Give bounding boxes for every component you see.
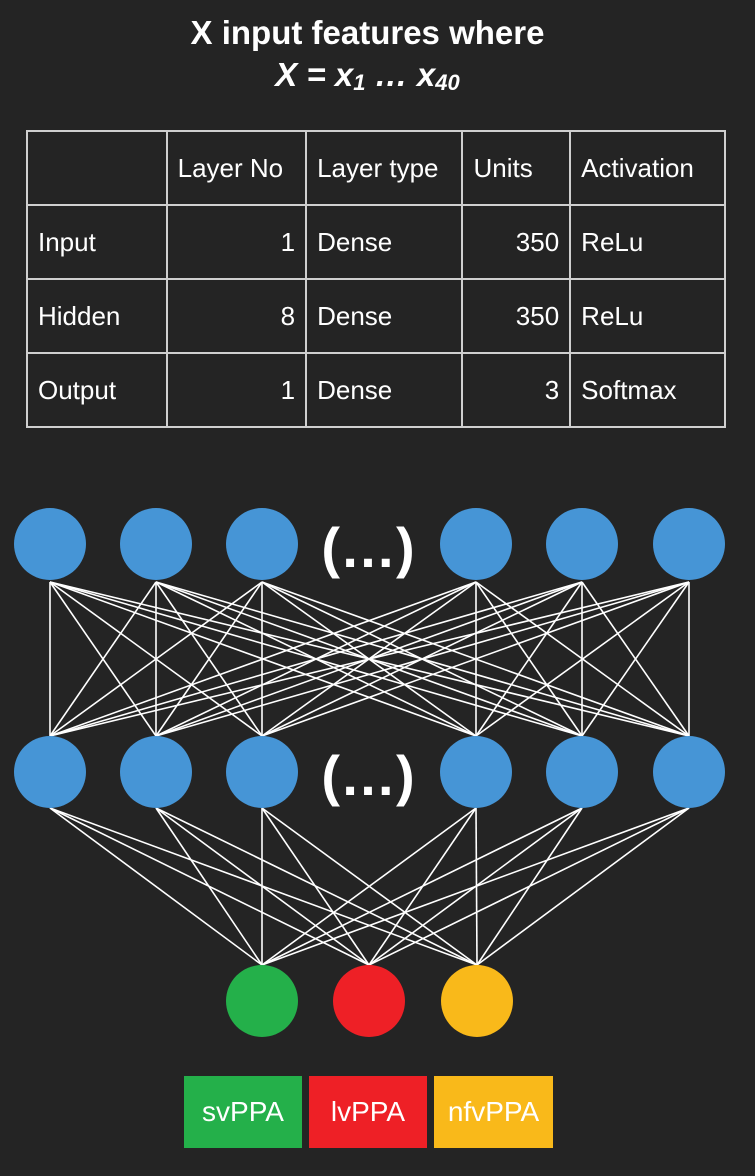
connection-line	[368, 807, 690, 966]
connection-line	[261, 807, 370, 966]
connection-line	[155, 807, 263, 966]
output-node-lvppa	[333, 965, 405, 1037]
table-header-row: Layer No Layer type Units Activation	[26, 130, 726, 206]
table-header-cell: Activation	[569, 130, 726, 206]
hidden-layer-node	[653, 736, 725, 808]
table-header-cell: Units	[461, 130, 572, 206]
connection-line	[49, 581, 477, 737]
diagram-title: X input features where	[190, 14, 545, 51]
input-layer-node	[440, 508, 512, 580]
connection-line	[155, 581, 690, 737]
hidden-layer-node	[440, 736, 512, 808]
formula-subscript-start: 1	[353, 70, 366, 95]
table-cell: Softmax	[569, 352, 726, 428]
table-cell: Output	[26, 352, 168, 428]
connection-line	[155, 581, 263, 737]
hidden-layer-node	[14, 736, 86, 808]
table-cell: Dense	[305, 278, 464, 354]
table-cell: ReLu	[569, 204, 726, 280]
connection-line	[261, 581, 690, 737]
input-layer-node	[546, 508, 618, 580]
connection-line	[49, 581, 583, 737]
output-node-svppa	[226, 965, 298, 1037]
legend-item-nfvppa: nfvPPA	[434, 1076, 553, 1148]
formula-variable: X	[275, 56, 298, 93]
table-cell: Hidden	[26, 278, 168, 354]
table-cell: Dense	[305, 204, 464, 280]
table-cell: 3	[461, 352, 572, 428]
table-row: Output 1 Dense 3 Softmax	[26, 352, 726, 428]
input-layer-node	[653, 508, 725, 580]
hidden-ellipsis: (…)	[321, 516, 414, 579]
table-row: Hidden 8 Dense 350 ReLu	[26, 278, 726, 354]
legend-item-svppa: svPPA	[184, 1076, 302, 1148]
table-cell: 1	[165, 352, 308, 428]
diagram-subtitle-formula: X = x1 … x40	[0, 56, 735, 96]
connection-line	[49, 807, 263, 966]
connection-line	[49, 581, 157, 737]
input-layer-node	[226, 508, 298, 580]
output-node-nfvppa	[441, 965, 513, 1037]
connection-line	[476, 807, 690, 966]
formula-equals: = x	[297, 56, 354, 93]
table-row: Input 1 Dense 350 ReLu	[26, 204, 726, 280]
table-cell: 350	[461, 278, 572, 354]
hidden-layer-node	[546, 736, 618, 808]
table-header-cell: Layer type	[305, 130, 464, 206]
input-layer-node	[14, 508, 86, 580]
network-edges	[49, 581, 690, 966]
formula-ellipsis: … x	[365, 56, 436, 93]
connection-line	[261, 807, 690, 966]
connection-line	[261, 807, 477, 966]
legend-item-lvppa: lvPPA	[309, 1076, 427, 1148]
table-cell: 350	[461, 204, 572, 280]
table-cell: 8	[165, 278, 308, 354]
connection-line	[581, 581, 690, 737]
connection-line	[49, 581, 690, 737]
connection-line	[475, 581, 690, 737]
hidden-ellipsis: (…)	[321, 744, 414, 807]
table-cell: Input	[26, 204, 168, 280]
table-cell: 1	[165, 204, 308, 280]
table-cell: ReLu	[569, 278, 726, 354]
connection-line	[155, 807, 478, 966]
connection-line	[261, 807, 583, 966]
network-nodes	[14, 508, 725, 1037]
table-header-cell	[26, 130, 168, 206]
table-cell: Dense	[305, 352, 464, 428]
layers-table: Layer No Layer type Units Activation Inp…	[26, 130, 726, 428]
hidden-layer-node	[226, 736, 298, 808]
table-header-cell: Layer No	[165, 130, 308, 206]
connection-line	[475, 581, 583, 737]
input-layer-node	[120, 508, 192, 580]
hidden-layer-node	[120, 736, 192, 808]
formula-subscript-end: 40	[435, 70, 460, 95]
connection-line	[49, 581, 263, 737]
